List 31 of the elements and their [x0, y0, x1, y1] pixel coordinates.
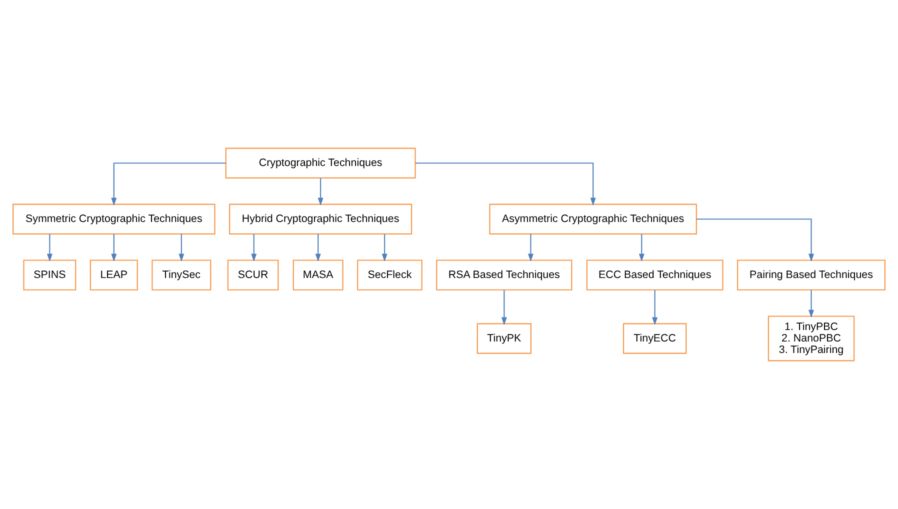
node-box: SecFleck	[357, 260, 422, 290]
node-box: Asymmetric Cryptographic Techniques	[489, 204, 697, 234]
arrow	[46, 234, 52, 262]
node-box: SCUR	[227, 260, 279, 290]
node-box: TinyECC	[623, 323, 687, 354]
arrow	[111, 234, 117, 262]
arrow	[528, 234, 534, 262]
arrow	[638, 234, 644, 262]
arrow	[178, 234, 184, 262]
arrow	[111, 162, 226, 206]
node-box: 1. TinyPBC 2. NanoPBC 3. TinyPairing	[768, 316, 855, 362]
node-box: TinyPK	[476, 323, 532, 354]
arrow	[696, 218, 814, 262]
node-box: TinySec	[152, 260, 212, 290]
arrow	[501, 290, 507, 326]
node-box: RSA Based Techniques	[436, 260, 572, 290]
node-box: SPINS	[23, 260, 76, 290]
node-box: ECC Based Techniques	[586, 260, 724, 290]
arrow	[808, 290, 814, 318]
node-box: Hybrid Cryptographic Techniques	[229, 204, 412, 234]
arrow	[251, 234, 257, 262]
arrow	[382, 234, 388, 262]
node-box: Pairing Based Techniques	[737, 260, 886, 290]
arrow	[318, 178, 324, 206]
arrow	[652, 290, 658, 326]
arrow	[315, 234, 321, 262]
node-box: Symmetric Cryptographic Techniques	[12, 204, 216, 234]
node-box: MASA	[292, 260, 344, 290]
arrow	[416, 162, 596, 206]
node-box: LEAP	[90, 260, 138, 290]
node-box: Cryptographic Techniques	[225, 148, 416, 178]
